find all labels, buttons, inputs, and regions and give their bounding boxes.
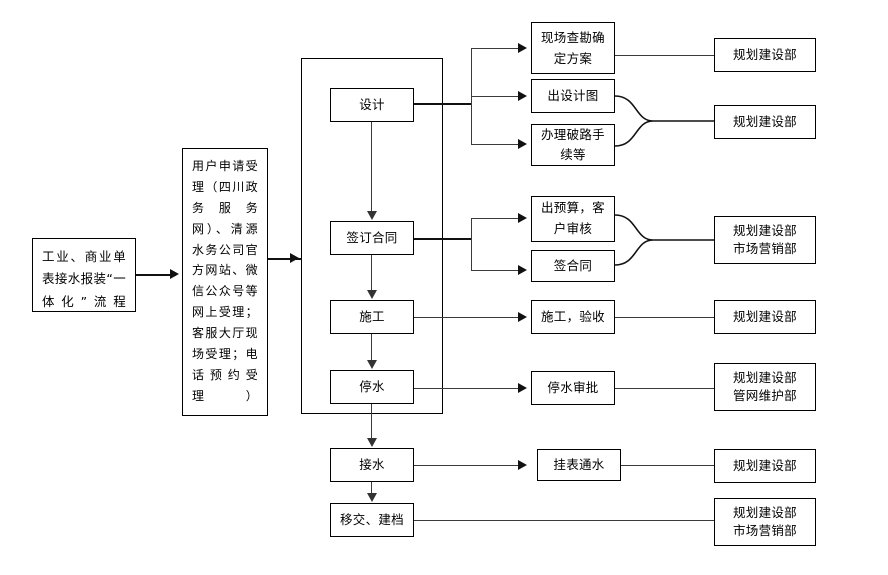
arrowhead-build-to-shutoff [367,360,377,369]
node-contract[interactable]: 签订合同 [330,221,414,255]
arrowhead-shutoff-to-connect [367,438,377,447]
arrowhead-design-to-survey [518,43,527,53]
connector-survey-to-dept [615,55,714,56]
connector-contract-to-build [371,255,372,291]
connector-build-to-shutoff [371,334,372,361]
connector-shutoff-to-approval [414,388,521,389]
connector-design-to-survey [471,48,521,49]
connector-design-to-drawing [471,96,521,97]
node-application[interactable]: 用户申请受理（四川政务服务网）、清源水务公司官方网站、微信公众号等网上受理；客服… [182,148,268,416]
arrowhead-application-to-process [290,253,299,263]
dept-box-shutoff[interactable]: 规划建设部 管网维护部 [714,363,816,411]
connector-application-to-process [268,258,302,260]
node-approval[interactable]: 停水审批 [531,371,615,405]
brace-design-outputs [615,95,715,147]
node-design[interactable]: 设计 [330,88,414,122]
arrowhead-design-to-permit [518,139,527,149]
arrowhead-connect-to-meter [518,460,527,470]
arrowhead-contract-to-build [367,290,377,299]
arrowhead-design-to-drawing [518,91,527,101]
node-connect[interactable]: 接水 [330,448,414,482]
connector-design-to-contract [371,122,372,212]
dept-box-handover[interactable]: 规划建设部 市场营销部 [714,498,816,546]
node-drawing[interactable]: 出设计图 [531,79,615,113]
node-handover[interactable]: 移交、建档 [330,503,414,537]
arrowhead-connect-to-handover [367,493,377,502]
node-shutoff[interactable]: 停水 [330,370,414,404]
dept-box-build[interactable]: 规划建设部 [714,300,816,334]
node-build[interactable]: 施工 [330,300,414,334]
arrowhead-design-to-contract [367,211,377,220]
arrowhead-build-to-work [518,312,527,322]
dept-box-design[interactable]: 规划建设部 [714,105,816,139]
arrowhead-start-to-application [170,269,179,279]
connector-contract-to-budget [471,218,521,219]
connector-work-to-dept [615,317,714,318]
connector-contract-branch-trunk [471,218,472,271]
node-survey[interactable]: 现场查勘确定方案 [531,22,615,74]
process-group-container [301,58,443,414]
node-work[interactable]: 施工，验收 [531,300,615,334]
node-start[interactable]: 工业、商业单表接水报装“一体化”流程 [32,238,136,312]
connector-design-to-permit [471,144,521,145]
connector-shutoff-to-connect [371,404,372,439]
dept-box-connect[interactable]: 规划建设部 [714,449,816,483]
connector-design-out [414,103,472,105]
dept-box-survey[interactable]: 规划建设部 [714,38,816,72]
connector-contract-to-sign [471,270,521,271]
node-sign[interactable]: 签合同 [531,250,615,282]
node-permit[interactable]: 办理破路手续等 [531,124,615,166]
node-meter[interactable]: 挂表通水 [537,449,621,481]
connector-approval-to-dept [615,388,714,389]
connector-contract-out [414,238,472,240]
node-budget[interactable]: 出预算，客户审核 [531,196,615,242]
connector-start-to-application [136,274,176,276]
connector-connect-to-meter [414,465,521,466]
brace-contract-outputs [615,214,715,266]
arrowhead-shutoff-to-approval [518,383,527,393]
connector-meter-to-dept [621,465,714,466]
connector-handover-to-dept [414,520,714,521]
connector-build-to-work [414,317,521,318]
arrowhead-contract-to-budget [518,213,527,223]
dept-box-contract[interactable]: 规划建设部 市场营销部 [714,216,816,264]
connector-connect-to-handover [371,482,372,494]
arrowhead-contract-to-sign [518,265,527,275]
